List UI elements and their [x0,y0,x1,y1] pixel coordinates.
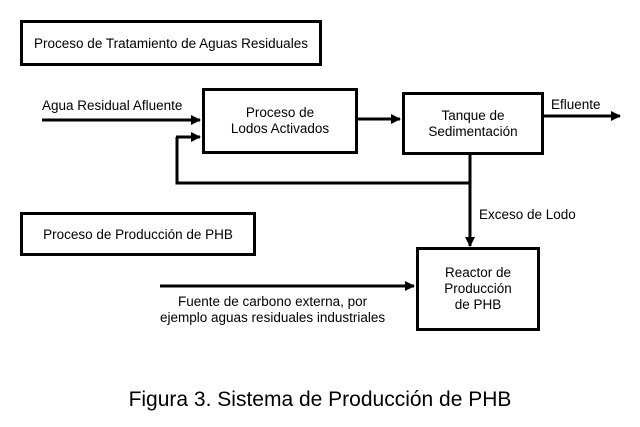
sedimentation-tank-label: Tanque de Sedimentación [428,107,518,139]
carbon-source-label-line2: ejemplo aguas residuales industriales [160,310,386,325]
carbon-source-label-line1: Fuente de carbono externa, por [178,294,368,309]
sedimentation-tank-box: Tanque de Sedimentación [402,92,544,155]
influent-label: Agua Residual Afluente [42,98,183,113]
activated-sludge-label: Proceso de Lodos Activados [230,105,330,136]
phb-reactor-box: Reactor de Producción de PHB [416,247,540,331]
figure-caption: Figura 3. Sistema de Producción de PHB [128,388,512,411]
activated-sludge-box: Proceso de Lodos Activados [202,88,358,154]
excess-sludge-label: Exceso de Lodo [479,207,576,222]
recycle-line [175,137,472,185]
treatment-section-title: Proceso de Tratamiento de Aguas Residual… [34,35,308,51]
production-section-box: Proceso de Producción de PHB [20,212,256,256]
treatment-section-box: Proceso de Tratamiento de Aguas Residual… [20,20,322,66]
production-section-title: Proceso de Producción de PHB [43,226,233,242]
phb-reactor-label: Reactor de Producción de PHB [444,265,512,312]
effluent-label: Efluente [551,97,601,112]
